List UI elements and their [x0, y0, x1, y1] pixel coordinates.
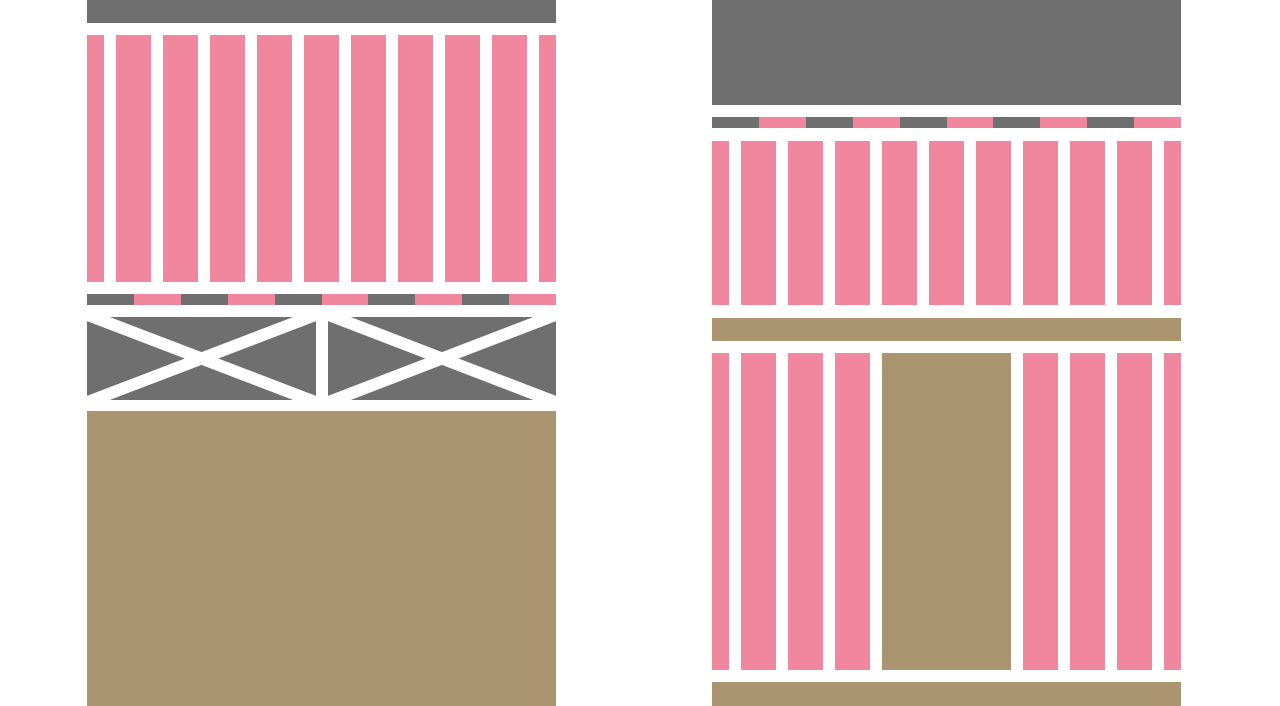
- stud: [351, 35, 386, 282]
- truss-bay-1: [87, 317, 316, 400]
- strip-segment-pink: [853, 117, 900, 128]
- strip-segment-gray: [993, 117, 1040, 128]
- right-upper-stud-row: [712, 141, 1181, 305]
- strip-segment-gray: [181, 294, 228, 305]
- right-alternating-strip: [712, 117, 1181, 128]
- left-stud-row: [87, 35, 556, 282]
- stud: [976, 141, 1011, 305]
- stud: [929, 141, 964, 305]
- stud: [163, 35, 198, 282]
- left-top-beam: [87, 0, 556, 23]
- strip-segment-pink: [509, 294, 556, 305]
- truss-bay-2: [328, 317, 556, 400]
- stud: [445, 35, 480, 282]
- stud: [835, 353, 870, 670]
- strip-segment-pink: [1040, 117, 1087, 128]
- strip-segment-pink: [228, 294, 275, 305]
- stud: [87, 35, 104, 282]
- stud: [1117, 141, 1152, 305]
- stud: [741, 141, 776, 305]
- stud: [1070, 141, 1105, 305]
- stud: [1164, 353, 1181, 670]
- strip-segment-pink: [759, 117, 806, 128]
- stud: [1023, 141, 1058, 305]
- left-alternating-strip: [87, 294, 556, 305]
- stud: [398, 35, 433, 282]
- right-bottom-plate: [712, 682, 1181, 706]
- stud: [882, 141, 917, 305]
- strip-segment-gray: [275, 294, 322, 305]
- stud: [712, 141, 729, 305]
- stud: [304, 35, 339, 282]
- strip-segment-gray: [368, 294, 415, 305]
- strip-segment-pink: [947, 117, 994, 128]
- stud: [741, 353, 776, 670]
- strip-segment-gray: [462, 294, 509, 305]
- stud: [788, 141, 823, 305]
- strip-segment-pink: [415, 294, 462, 305]
- stud: [712, 353, 729, 670]
- right-middle-plate: [712, 318, 1181, 341]
- stud: [1117, 353, 1152, 670]
- strip-segment-gray: [900, 117, 947, 128]
- stud: [1070, 353, 1105, 670]
- stud: [257, 35, 292, 282]
- strip-segment-pink: [134, 294, 181, 305]
- stud: [788, 353, 823, 670]
- stud: [210, 35, 245, 282]
- strip-segment-gray: [712, 117, 759, 128]
- strip-segment-gray: [87, 294, 134, 305]
- strip-segment-pink: [322, 294, 369, 305]
- right-wall-section: [712, 0, 1181, 706]
- right-top-beam: [712, 0, 1181, 105]
- stud: [539, 35, 556, 282]
- strip-segment-pink: [1134, 117, 1181, 128]
- left-base-block: [87, 411, 556, 706]
- stud: [116, 35, 151, 282]
- stud: [1023, 353, 1058, 670]
- left-truss: [87, 317, 556, 400]
- left-wall-section: [87, 0, 556, 706]
- right-lower-stud-row: [712, 353, 1181, 670]
- stud: [1164, 141, 1181, 305]
- stud: [835, 141, 870, 305]
- stud: [492, 35, 527, 282]
- strip-segment-gray: [806, 117, 853, 128]
- strip-segment-gray: [1087, 117, 1134, 128]
- right-door-block: [882, 353, 1011, 670]
